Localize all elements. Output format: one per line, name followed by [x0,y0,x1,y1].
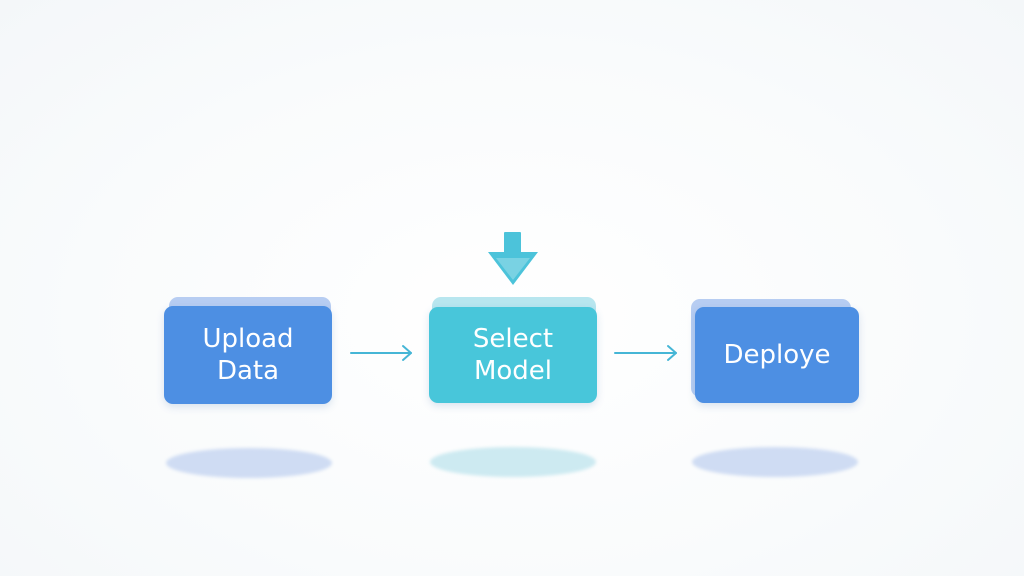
step-upload-data: Upload Data [164,297,334,405]
step-1-shadow [166,448,332,478]
step-1-label: Upload Data [164,306,332,404]
input-arrow-down-icon [488,232,538,285]
step-2-label: Select Model [429,307,597,403]
step-select-model: Select Model [428,297,600,405]
step-3-label: Deploye [695,307,859,403]
connector-arrow-1 [350,345,412,361]
step-3-shadow [692,447,858,477]
step-deploye: Deploye [691,297,861,405]
connector-arrow-2 [614,345,677,361]
step-2-shadow [430,447,596,477]
